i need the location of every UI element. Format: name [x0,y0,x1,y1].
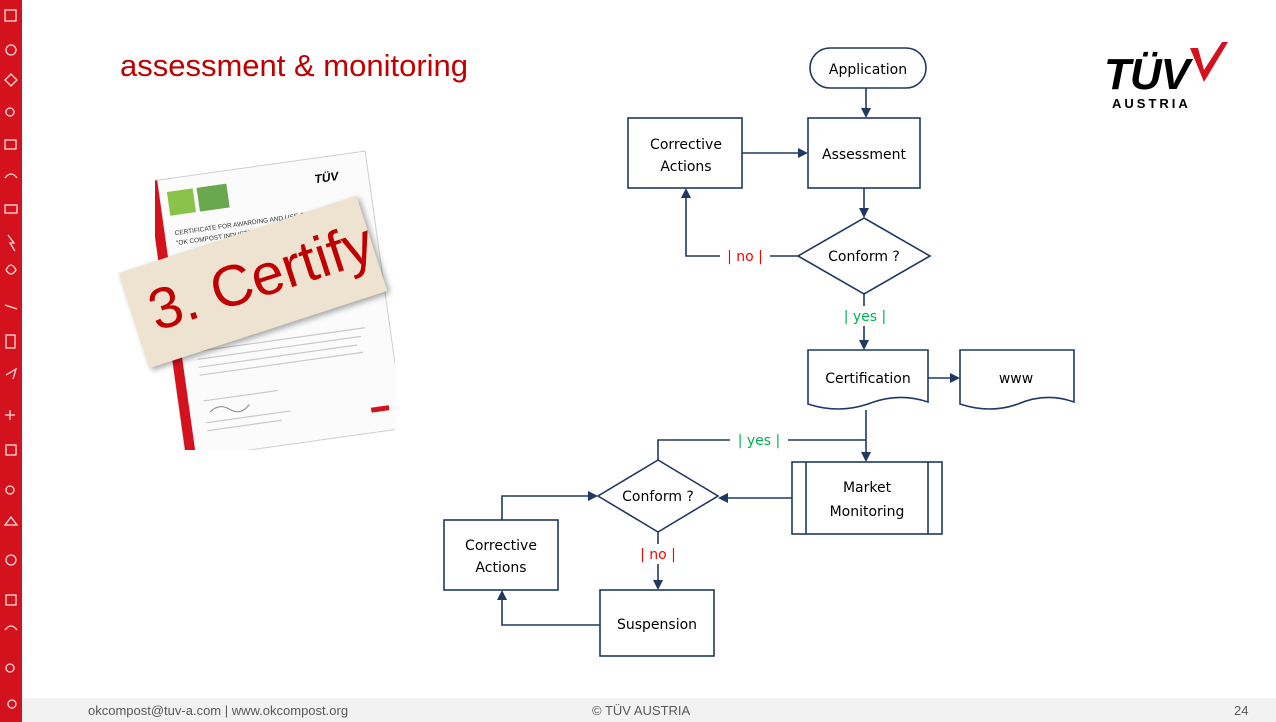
wave-icon [4,625,18,631]
slide-title: assessment & monitoring [120,48,469,83]
phone-icon [5,334,16,349]
suspension-label: Suspension [617,617,697,633]
gear-icon [5,663,15,673]
globe-icon [5,44,17,56]
corrective-bottom-label-2: Actions [475,560,526,576]
corrective-top-label-2: Actions [660,159,711,175]
warning-icon [3,515,19,526]
suspension-node [599,589,715,657]
slide-footer: okcompost@tuv-a.com | www.okcompost.org … [22,698,1276,722]
person-icon [5,107,15,117]
box-icon [5,444,17,456]
battery-icon [4,204,18,214]
svg-text:TÜV: TÜV [313,168,340,186]
edge-label-no-bottom: | no | [640,547,676,563]
sidebar-decoration [0,0,22,722]
chain-icon [5,485,15,495]
market-monitoring-node [791,461,943,535]
assessment-node [807,117,921,189]
camera-icon [4,139,17,150]
people-icon [4,173,18,179]
certification-label: Certification [825,371,910,387]
page-number: 24 [1234,703,1249,718]
conform-top-label: Conform ? [828,249,900,265]
edge-label-no-top: | no | [727,249,763,265]
footer-contact: okcompost@tuv-a.com | www.okcompost.org [88,703,349,718]
hand-icon [4,304,18,310]
market-label-2: Monitoring [830,504,905,520]
assessment-label: Assessment [822,147,906,163]
sidebar-icons [3,9,19,709]
antenna-icon [5,410,15,420]
leaf-icon [5,264,17,275]
hammer-icon [5,367,18,380]
corrective-top-label-1: Corrective [650,137,722,153]
lightning-icon [7,234,16,252]
magnifier-icon [7,699,17,709]
application-node [809,47,927,89]
certification-node [807,349,929,410]
www-node [959,349,1075,410]
www-label: www [999,371,1033,387]
corrective-actions-top-node [627,117,743,189]
logo-main-text: TÜV [1104,50,1190,99]
logo-check-mark [1190,42,1228,82]
mask-icon [4,73,18,87]
footer-copyright: © TÜV AUSTRIA [592,703,691,718]
building-icon [5,594,17,606]
market-label-1: Market [843,480,892,496]
edge-suspension-corrective [497,590,600,626]
edge-label-yes-bottom: | yes | [738,433,781,449]
ring-icon [5,554,17,566]
edge-conform-yes-loop [657,439,866,460]
corrective-bottom-label-1: Corrective [465,538,537,554]
edge-corrective-conform [501,491,598,520]
edge-label-yes-top: | yes | [844,309,887,325]
book-icon [4,9,17,22]
conform-bottom-label: Conform ? [622,489,694,505]
application-label: Application [829,62,907,78]
logo-subtitle: AUSTRIA [1112,96,1191,111]
corrective-actions-bottom-node [443,519,559,591]
